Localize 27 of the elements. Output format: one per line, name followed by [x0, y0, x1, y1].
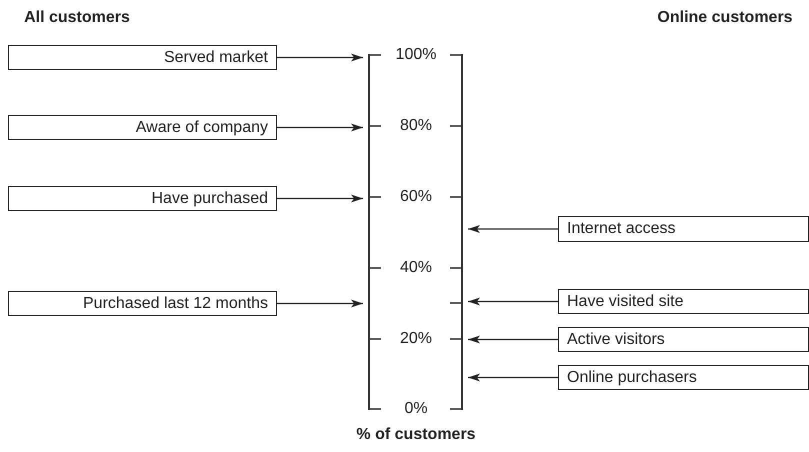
- arrow: [277, 300, 363, 308]
- stage-box: Have visited site: [558, 289, 809, 314]
- arrow: [468, 298, 558, 306]
- stage-box: Have purchased: [8, 186, 277, 211]
- column-heading: All customers: [24, 10, 130, 26]
- scale-value: 40%: [400, 260, 432, 276]
- scale-value: 20%: [400, 331, 432, 347]
- arrow: [277, 54, 363, 62]
- scale-line: [368, 54, 370, 410]
- scale-value: 0%: [404, 401, 428, 417]
- arrow: [277, 124, 363, 132]
- stage-box: Aware of company: [8, 115, 277, 140]
- stage-box: Active visitors: [558, 327, 809, 352]
- scale-value: 60%: [400, 189, 432, 205]
- arrow: [468, 225, 558, 233]
- stage-box: Online purchasers: [558, 365, 809, 390]
- arrow: [468, 336, 558, 344]
- axis-title: % of customers: [356, 427, 476, 443]
- scale-line: [461, 54, 463, 410]
- stage-box: Internet access: [558, 216, 809, 242]
- stage-box: Purchased last 12 months: [8, 291, 277, 316]
- arrow: [277, 194, 363, 202]
- scale-value: 100%: [396, 47, 436, 63]
- arrow: [468, 374, 558, 382]
- scale-value: 80%: [400, 118, 432, 134]
- column-heading: Online customers: [657, 10, 793, 26]
- stage-box: Served market: [8, 45, 277, 70]
